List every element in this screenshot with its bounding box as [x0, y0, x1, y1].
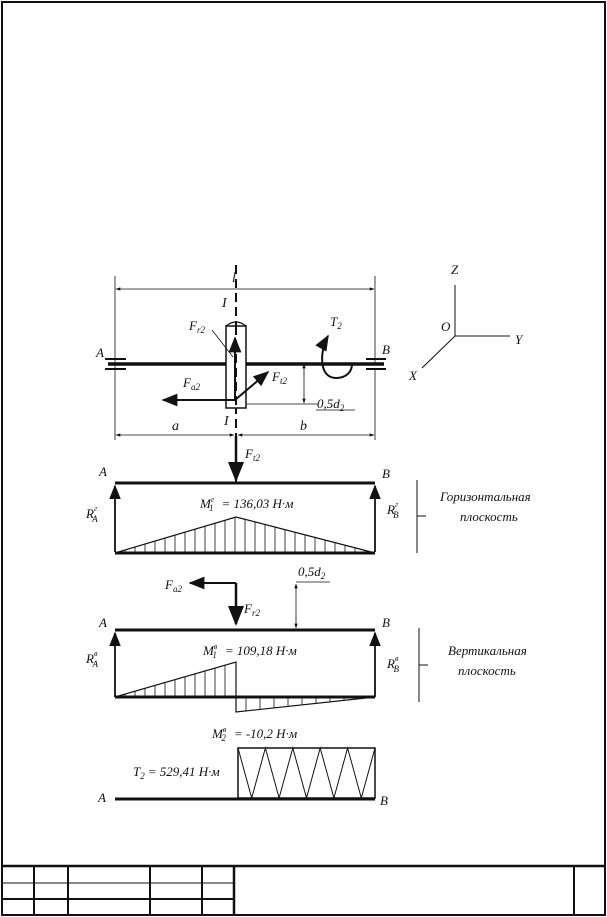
half-d2-label: 0,5d2	[317, 396, 345, 413]
fr2-label: Fr2	[188, 318, 205, 335]
ft2-arrow	[234, 370, 270, 401]
t2-label: T2	[330, 314, 342, 331]
h-plane-line1: Горизонтальная	[439, 489, 531, 504]
ft2-label: Ft2	[271, 369, 287, 386]
v-moment-diagram-1	[114, 661, 237, 698]
axis-x-label: X	[408, 368, 418, 383]
section-label-top: I	[221, 296, 228, 311]
v-fa2-label: Fa2	[164, 577, 182, 594]
bearing-b	[366, 358, 386, 370]
v-moment-hatch	[124, 665, 373, 711]
t-support-a: A	[97, 790, 106, 805]
support-b-label: B	[382, 342, 390, 357]
dim-b-label: b	[300, 419, 307, 434]
dim-a-label: a	[172, 419, 179, 434]
h-plane-line2: плоскость	[460, 509, 518, 524]
fa2-label: Fa2	[182, 375, 200, 392]
v-support-a: A	[98, 615, 107, 630]
v-half-d2-label: 0,5d2	[298, 564, 326, 581]
v-fr2-label: Fr2	[243, 601, 260, 618]
t-support-b: B	[380, 793, 388, 808]
h-support-b: B	[382, 466, 390, 481]
bearing-a	[105, 358, 126, 370]
h-plane-brace	[416, 480, 426, 553]
v-plane-line1: Вертикальная	[448, 643, 527, 658]
title-block	[2, 864, 605, 915]
v-support-b: B	[382, 615, 390, 630]
ft2-down-label: Ft2	[244, 446, 260, 463]
v-moment-diagram-2	[235, 696, 376, 713]
coordinate-axes: Z Y X O	[408, 262, 524, 383]
h-support-a: A	[98, 464, 107, 479]
t2-torque-arrow	[315, 334, 337, 379]
v-plane-brace	[418, 628, 428, 702]
axis-z-label: Z	[451, 262, 459, 277]
torque-area	[237, 747, 376, 799]
torque-diagram: T2= 529,41 Н·м A B	[97, 746, 388, 808]
v-plane-line2: плоскость	[458, 663, 516, 678]
h-moment-hatch	[124, 517, 366, 553]
support-a-label: A	[95, 345, 104, 360]
t-value-label: T2= 529,41 Н·м	[133, 764, 220, 781]
section-label-bottom: I	[223, 414, 230, 429]
shaft-scheme: l I I A B Fr2 Fa2 Ft2	[95, 265, 390, 482]
axis-y-label: Y	[515, 332, 524, 347]
dim-l-label: l	[232, 271, 236, 286]
axis-o-label: O	[441, 319, 451, 334]
